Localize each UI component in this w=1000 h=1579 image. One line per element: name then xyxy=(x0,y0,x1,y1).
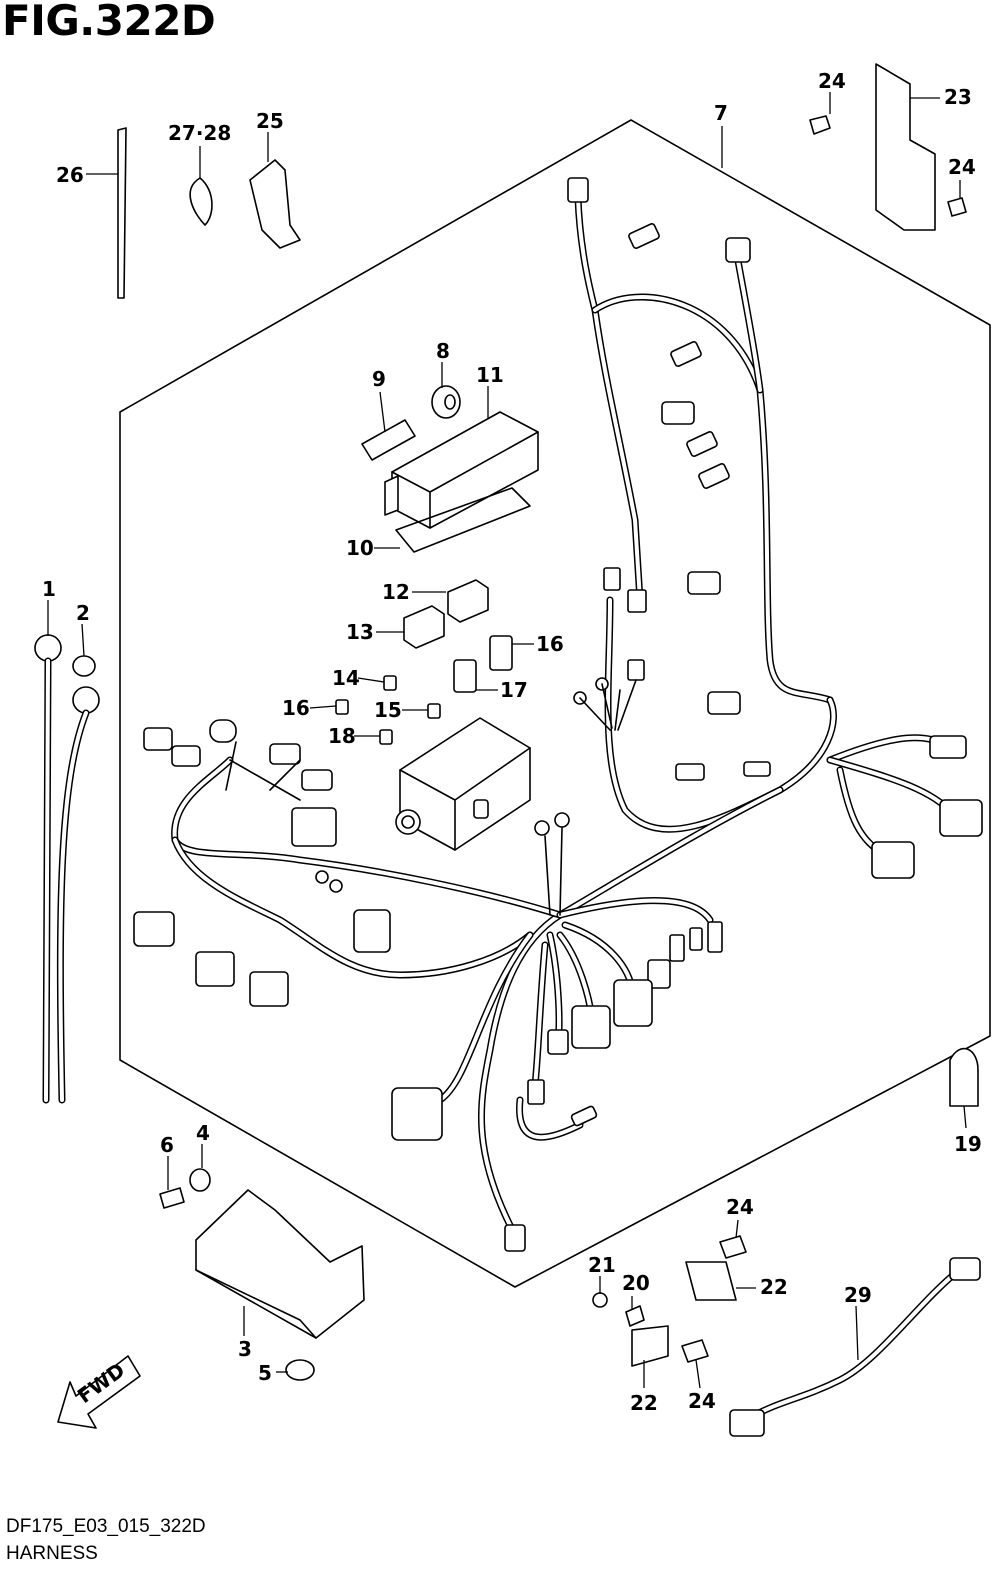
bolt-24d xyxy=(681,1339,709,1363)
cable-tie-26 xyxy=(117,127,127,299)
callout-27-28: 27·28 xyxy=(168,121,231,145)
fuse-box-cover xyxy=(384,411,539,553)
fuse-14 xyxy=(383,675,397,691)
junction-box xyxy=(395,717,531,851)
bolt-24b xyxy=(947,197,967,217)
callout-29: 29 xyxy=(844,1283,872,1307)
grommet-5 xyxy=(285,1359,315,1381)
bolt-24c xyxy=(719,1235,747,1259)
callout-12: 12 xyxy=(382,580,410,604)
fuse-15 xyxy=(427,703,441,719)
bracket-22b xyxy=(631,1325,669,1367)
callout-20: 20 xyxy=(622,1271,650,1295)
clamp-27-28 xyxy=(189,177,213,226)
bracket-23 xyxy=(875,63,936,231)
callout-2: 2 xyxy=(76,601,90,625)
callout-16b: 16 xyxy=(282,696,310,720)
callout-5: 5 xyxy=(258,1361,272,1385)
callout-18: 18 xyxy=(328,724,356,748)
clip-9 xyxy=(361,419,416,461)
washer-21 xyxy=(592,1292,608,1308)
relay-12 xyxy=(447,579,489,623)
callout-13: 13 xyxy=(346,620,374,644)
callout-1: 1 xyxy=(42,577,56,601)
grommet-8 xyxy=(431,385,461,419)
bracket-22a xyxy=(685,1261,737,1301)
bracket-3 xyxy=(195,1189,365,1339)
fuse-16b xyxy=(335,699,349,715)
fuse-17 xyxy=(453,659,477,693)
leader-lines xyxy=(47,92,967,1389)
washer-4 xyxy=(189,1168,211,1192)
callout-22b: 22 xyxy=(630,1391,658,1415)
figure-code: DF175_E03_015_322D xyxy=(6,1516,206,1537)
callout-16a: 16 xyxy=(536,632,564,656)
callout-8: 8 xyxy=(436,339,450,363)
callout-21: 21 xyxy=(588,1253,616,1277)
battery-cables xyxy=(34,634,100,1104)
harness-connectors xyxy=(133,177,983,1252)
callout-26: 26 xyxy=(56,163,84,187)
callout-19: 19 xyxy=(954,1132,982,1156)
callout-24b: 24 xyxy=(948,155,976,179)
fuse-16a xyxy=(489,635,513,671)
callout-11: 11 xyxy=(476,363,504,387)
relay-13 xyxy=(403,605,445,649)
callout-24d: 24 xyxy=(688,1389,716,1413)
callout-24c: 24 xyxy=(726,1195,754,1219)
callout-3: 3 xyxy=(238,1337,252,1361)
callout-10: 10 xyxy=(346,536,374,560)
clamp-25 xyxy=(249,159,301,249)
figure-name: HARNESS xyxy=(6,1543,98,1564)
screw-6 xyxy=(159,1187,185,1209)
callout-17: 17 xyxy=(500,678,528,702)
bolt-24a xyxy=(809,115,831,135)
callout-4: 4 xyxy=(196,1121,210,1145)
fuse-18 xyxy=(379,729,393,745)
callout-labels: 7 24 23 24 26 27·28 25 8 9 11 10 12 13 1… xyxy=(42,69,982,1415)
callout-9: 9 xyxy=(372,367,386,391)
callout-6: 6 xyxy=(160,1133,174,1157)
figure-title: FIG.322D xyxy=(2,0,216,45)
cap-19 xyxy=(949,1047,979,1107)
nut-20 xyxy=(625,1305,645,1327)
callout-25: 25 xyxy=(256,109,284,133)
callout-7: 7 xyxy=(714,101,728,125)
fwd-arrow: FWD xyxy=(57,1355,141,1429)
callout-15: 15 xyxy=(374,698,402,722)
callout-24a: 24 xyxy=(818,69,846,93)
callout-23: 23 xyxy=(944,85,972,109)
callout-22a: 22 xyxy=(760,1275,788,1299)
assembly-boundary xyxy=(119,119,991,1288)
callout-14: 14 xyxy=(332,666,360,690)
